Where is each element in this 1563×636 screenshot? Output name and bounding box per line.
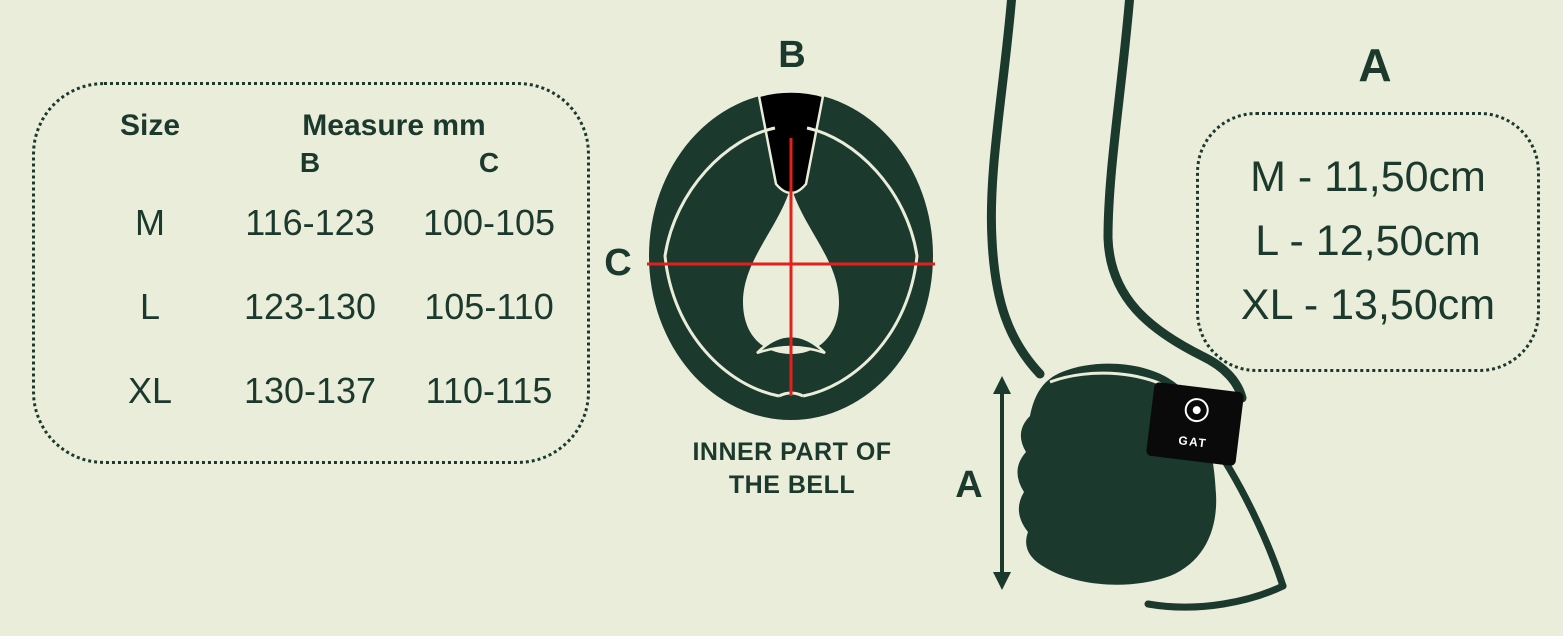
table-row-m-size: M: [135, 202, 165, 243]
bell-inner-outline-right: [802, 126, 919, 398]
table-row-xl-b: 130-137: [243, 370, 377, 411]
size-chart-panel: Size Measure mm B C M 116-123 100-105 L …: [32, 82, 590, 464]
measure-column-header: Measure mm: [302, 109, 486, 142]
height-panel: M - 11,50cm L - 12,50cm XL - 13,50cm: [1196, 112, 1540, 372]
bell-cross-section-illustration: [647, 90, 935, 420]
table-row-l-b: 123-130: [243, 286, 377, 327]
table-row-l-c: 105-110: [424, 286, 554, 327]
size-table: Size Measure mm B C M 116-123 100-105 L …: [85, 109, 573, 433]
height-panel-title: A: [1358, 39, 1392, 91]
brand-logo-mark: [1192, 406, 1201, 415]
table-row-l-size: L: [139, 286, 161, 327]
leg-contour-right: [1103, 0, 1247, 403]
table-row-xl-size: XL: [127, 370, 173, 411]
brand-patch-text: GAT: [1178, 433, 1208, 450]
table-row-xl-c: 110-115: [425, 370, 553, 411]
brand-patch-background: [1146, 382, 1244, 466]
table-row-m-c: 100-105: [422, 202, 556, 243]
brand-logo-icon: [1184, 398, 1209, 423]
bell-caption-line2: THE BELL: [728, 471, 856, 499]
brand-patch: GAT: [1146, 382, 1244, 466]
bell-caption: INNER PART OF THE BELL: [648, 436, 936, 502]
measure-b-subheader: B: [299, 147, 321, 178]
height-row-xl: XL - 13,50cm: [1240, 280, 1496, 329]
measure-a-arrowhead-bottom: [993, 572, 1011, 590]
bell-inner-outline-left: [663, 126, 780, 398]
measure-c-subheader: C: [478, 147, 500, 178]
hoof-contour-bottom: [1144, 582, 1287, 611]
measure-c-label: C: [604, 242, 632, 284]
table-row-m-b: 116-123: [245, 202, 375, 243]
measure-a-label: A: [955, 464, 983, 506]
measure-b-label: B: [778, 34, 806, 76]
height-row-l: L - 12,50cm: [1255, 217, 1481, 266]
height-row-m: M - 11,50cm: [1250, 153, 1486, 202]
measure-a-arrowhead-top: [993, 376, 1011, 394]
leg-contour-left: [986, 0, 1045, 379]
horse-leg-illustration: GAT: [986, 0, 1287, 611]
size-column-header: Size: [119, 109, 181, 142]
bell-caption-line1: INNER PART OF: [692, 438, 892, 466]
